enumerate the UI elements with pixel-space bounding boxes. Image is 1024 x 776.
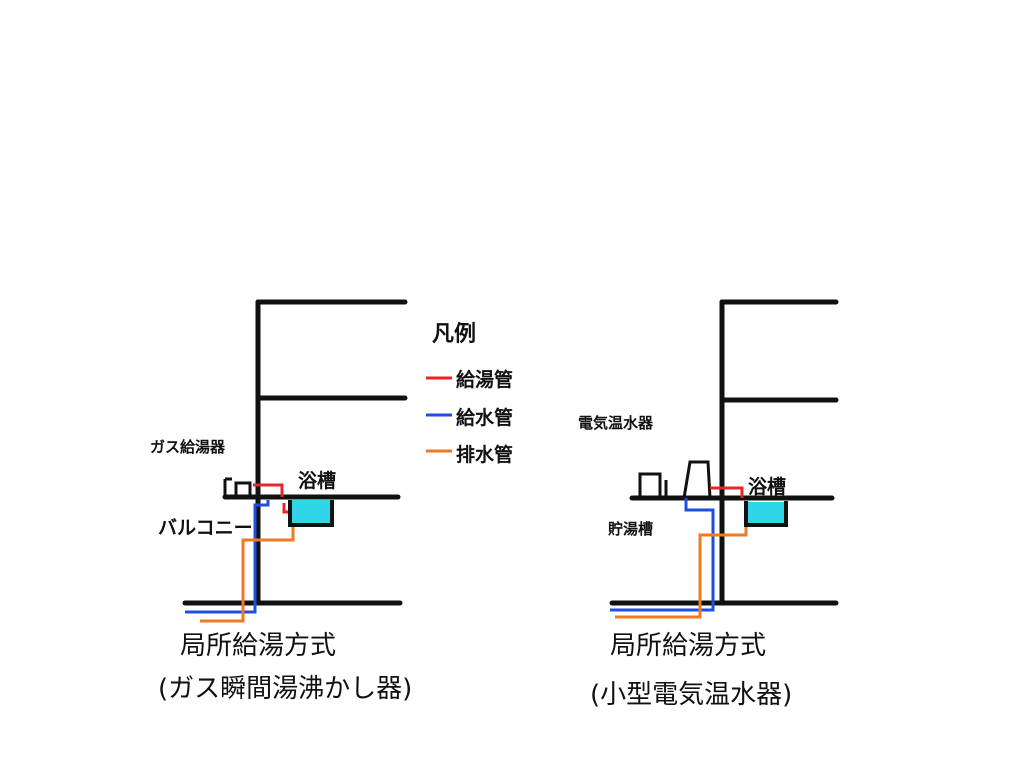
right-caption-line1: 局所給湯方式 [610, 631, 767, 661]
legend-item-hot: 給湯管 [456, 369, 514, 391]
legend-title: 凡例 [432, 322, 477, 347]
left-caption-line1: 局所給湯方式 [180, 631, 337, 661]
right-electric-heater [638, 460, 712, 499]
right-tank-label: 貯湯槽 [608, 520, 654, 538]
right-hot-pipe [710, 486, 744, 498]
left-drain-pipe [200, 525, 295, 623]
right-building [609, 299, 839, 606]
left-caption-line2: (ガス瞬間湯沸かし器) [158, 674, 413, 704]
right-bath [744, 501, 788, 527]
right-drain-pipe [615, 525, 748, 619]
right-caption-line2: (小型電気温水器) [590, 680, 793, 710]
right-bath-label: 浴槽 [748, 476, 787, 498]
right-cold-pipe [610, 498, 715, 612]
legend-item-cold: 給水管 [456, 407, 514, 429]
legend-lines [426, 376, 452, 453]
left-building [182, 299, 408, 606]
legend-item-drain: 排水管 [456, 444, 514, 466]
left-bath [288, 500, 334, 527]
left-bath-label: 浴槽 [298, 470, 337, 492]
right-pipes [610, 486, 748, 619]
left-heater-label: ガス給湯器 [150, 438, 226, 456]
left-gas-heater [223, 477, 252, 497]
left-balcony-label: バルコニー [158, 517, 253, 539]
left-cold-pipe [185, 500, 270, 614]
right-heater-label: 電気温水器 [578, 414, 654, 432]
